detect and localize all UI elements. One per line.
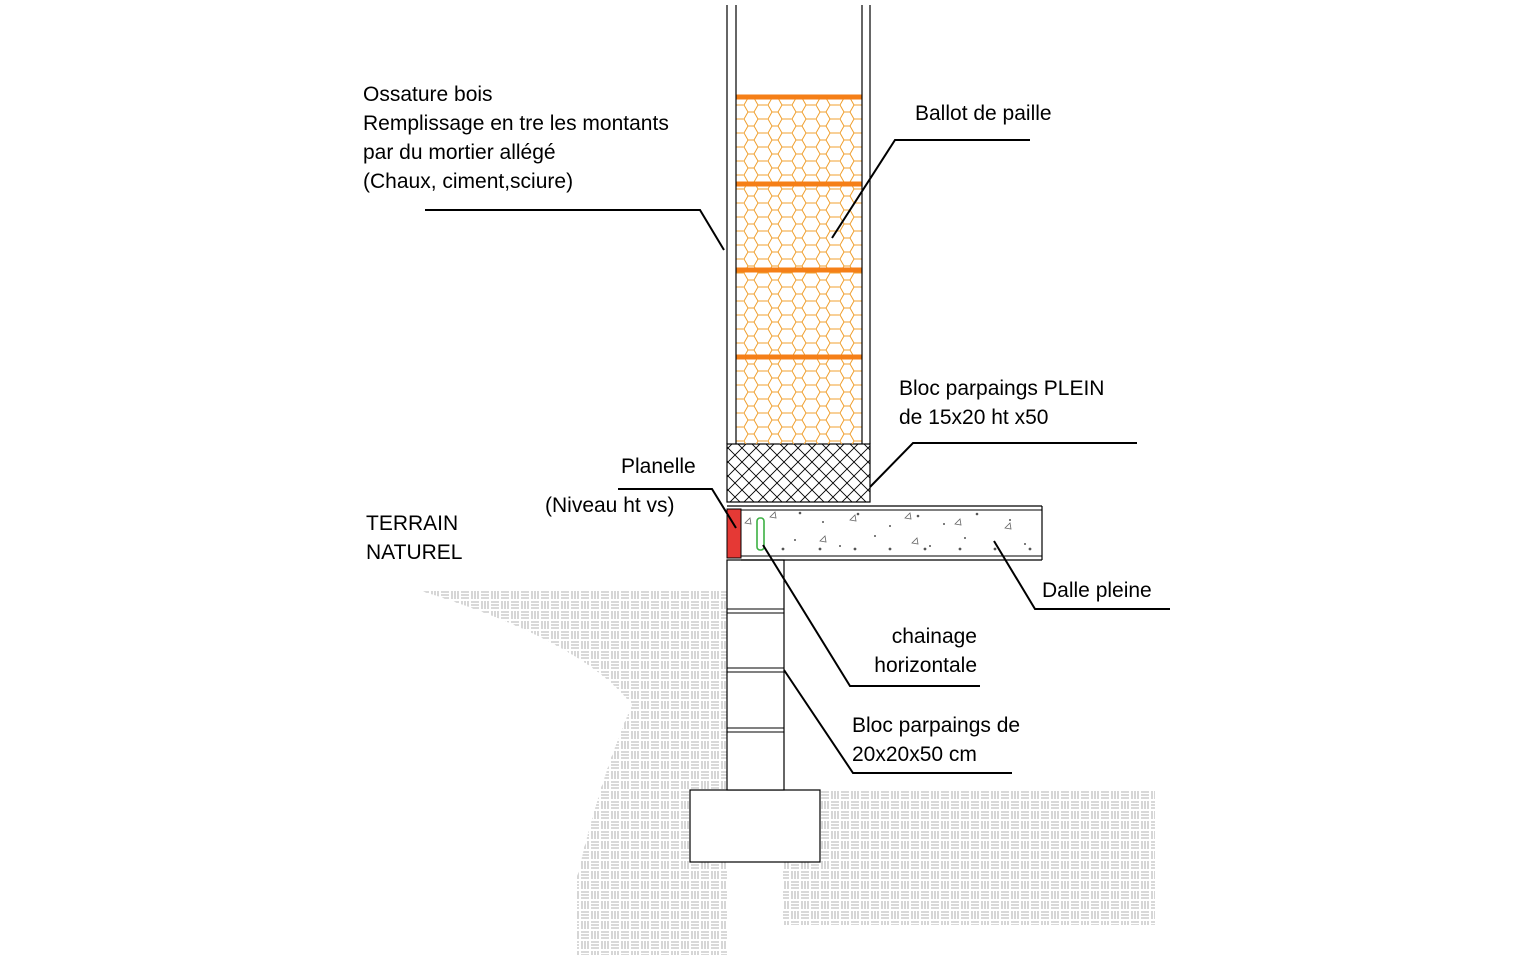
label-bloc-20-line2: 20x20x50 cm — [852, 743, 977, 766]
label-bloc-plein: Bloc parpaings PLEIN de 15x20 ht x50 — [899, 374, 1104, 432]
label-ossature-line3: par du mortier allégé — [363, 141, 556, 164]
timber-frame — [726, 5, 871, 444]
label-ossature-line4: (Chaux, ciment,sciure) — [363, 170, 574, 193]
straw-bale-bands — [736, 94, 862, 360]
leader-bloc-plein — [869, 442, 1137, 488]
leader-ossature — [425, 209, 725, 251]
bloc-plein — [726, 443, 871, 503]
label-bloc-plein-line1: Bloc parpaings PLEIN — [899, 377, 1105, 400]
label-bloc-plein-line2: de 15x20 ht x50 — [899, 406, 1049, 429]
leader-planelle — [618, 488, 737, 529]
soil-left — [415, 589, 727, 955]
label-ossature: Ossature bois Remplissage en tre les mon… — [363, 80, 669, 196]
label-terrain-line2: NATUREL — [366, 541, 463, 564]
foundation-blocks — [726, 559, 785, 791]
label-terrain: TERRAIN NATUREL — [366, 509, 462, 567]
label-bloc-20: Bloc parpaings de 20x20x50 cm — [852, 711, 1020, 769]
label-dalle: Dalle pleine — [1042, 579, 1152, 602]
label-terrain-line1: TERRAIN — [366, 512, 459, 535]
label-planelle: Planelle — [621, 455, 696, 478]
leader-dalle — [993, 540, 1170, 610]
planelle — [726, 508, 742, 559]
soil-right — [783, 790, 1155, 925]
label-bloc-20-line1: Bloc parpaings de — [852, 714, 1021, 737]
label-ossature-line1: Ossature bois — [363, 83, 493, 106]
label-chainage-line1: chainage — [891, 625, 977, 648]
label-chainage-line2: horizontale — [874, 654, 977, 677]
leader-chainage — [762, 544, 980, 687]
leader-ballot — [831, 139, 1030, 239]
label-ossature-line2: Remplissage en tre les montants — [363, 112, 669, 135]
label-niveau: (Niveau ht vs) — [545, 494, 675, 517]
footing — [689, 789, 821, 863]
label-chainage: chainage horizontale — [860, 622, 977, 680]
label-ballot: Ballot de paille — [915, 102, 1052, 125]
dalle-slab — [727, 505, 1043, 561]
leader-bloc-20 — [783, 669, 1012, 774]
leader-lines — [425, 139, 1170, 774]
chainage-rebar — [756, 517, 765, 551]
